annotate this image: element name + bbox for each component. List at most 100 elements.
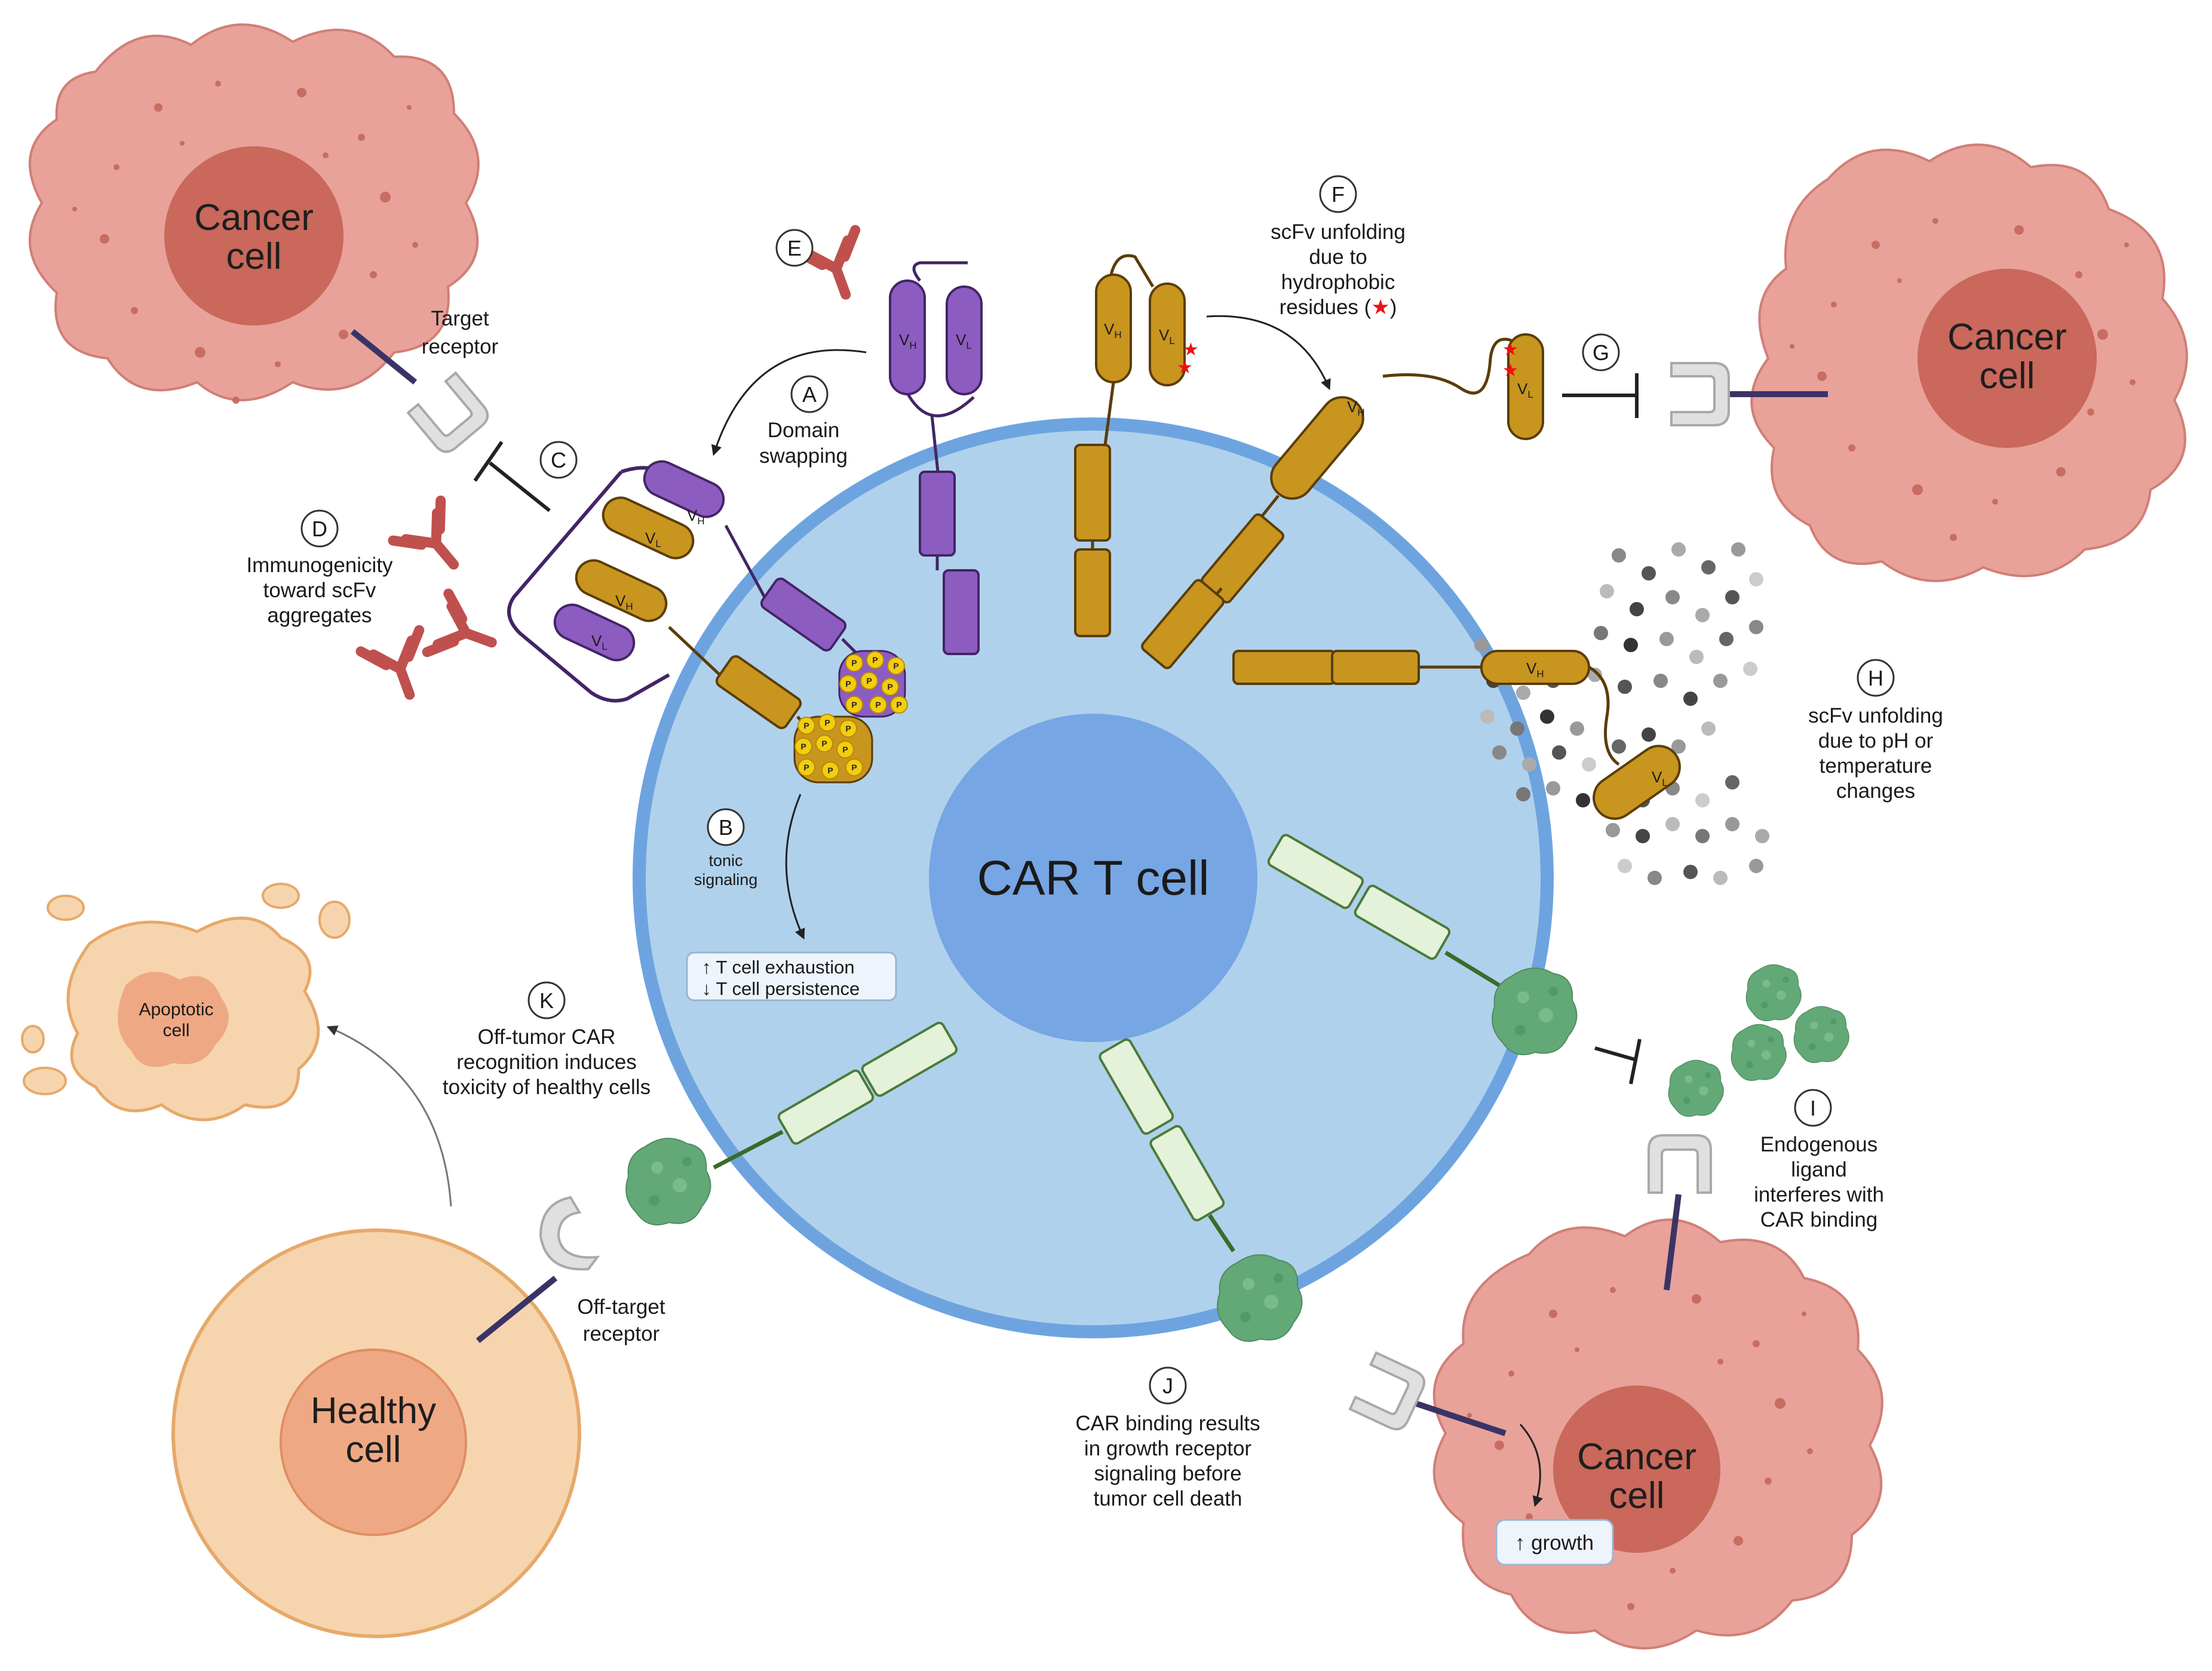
svg-text:swapping: swapping: [759, 444, 848, 468]
svg-text:interferes with: interferes with: [1754, 1183, 1884, 1206]
svg-text:Domain: Domain: [768, 419, 840, 442]
svg-text:E: E: [787, 236, 802, 260]
marker-i: I: [1794, 1089, 1832, 1127]
svg-text:CAR binding results: CAR binding results: [1075, 1412, 1260, 1435]
marker-b: B: [707, 808, 745, 846]
svg-text:toward scFv: toward scFv: [263, 579, 376, 602]
svg-text:residues (★): residues (★): [1280, 296, 1397, 320]
car-purple-receptor: VH VL: [889, 261, 983, 655]
target-receptor-top-right: [1670, 362, 1828, 426]
tonic-signaling-arrow: [785, 794, 805, 940]
svg-text:due to: due to: [1309, 245, 1367, 269]
cancer-label-top-right-2: cell: [1979, 355, 2035, 397]
exhaustion-box-line-1: ↑ T cell exhaustion: [702, 957, 855, 978]
svg-text:tumor cell death: tumor cell death: [1093, 1487, 1242, 1510]
svg-text:★: ★: [1502, 360, 1518, 381]
marker-j: J: [1149, 1366, 1187, 1405]
car-gold-unfolded-h: VH VL: [1232, 650, 1681, 820]
svg-text:signaling before: signaling before: [1094, 1462, 1241, 1485]
off-target-label-2: receptor: [583, 1322, 660, 1346]
growth-box-label: ↑ growth: [1515, 1531, 1594, 1555]
cancer-label-bottom-right-1: Cancer: [1577, 1436, 1696, 1478]
svg-text:F: F: [1332, 182, 1345, 207]
marker-h: H: [1857, 659, 1895, 697]
healthy-cell: Healthy cell: [171, 1228, 581, 1638]
cancer-label-bottom-right-2: cell: [1609, 1475, 1664, 1516]
marker-a: A: [790, 375, 829, 413]
svg-text:I: I: [1810, 1096, 1816, 1120]
cancer-cell-top-left: Cancer cell: [29, 23, 480, 404]
svg-text:ligand: ligand: [1791, 1158, 1846, 1181]
svg-text:★: ★: [1183, 339, 1199, 360]
label-endogenous-ligand: Endogenous ligand interferes with CAR bi…: [1754, 1133, 1884, 1231]
target-receptor-label-1: Target: [431, 307, 489, 330]
svg-text:B: B: [719, 815, 733, 840]
marker-e: E: [775, 229, 814, 267]
car-t-nucleus: [929, 714, 1257, 1042]
apoptotic-cell: Apoptotic cell: [21, 883, 351, 1122]
marker-c: C: [539, 441, 578, 479]
svg-text:Immunogenicity: Immunogenicity: [246, 554, 393, 577]
exhaustion-box: [686, 951, 897, 1002]
cancer-nucleus-top-left: [164, 146, 343, 325]
label-growth-receptor: CAR binding results in growth receptor s…: [1075, 1412, 1260, 1510]
svg-text:hydrophobic: hydrophobic: [1281, 271, 1395, 294]
car-t-label: CAR T cell: [977, 851, 1210, 905]
svg-text:K: K: [539, 988, 554, 1013]
label-scfv-ph: scFv unfolding due to pH or temperature …: [1808, 704, 1943, 803]
label-domain-swapping: Domain swapping: [759, 419, 848, 468]
inhibition-g: [1562, 373, 1639, 418]
svg-text:signaling: signaling: [694, 871, 758, 889]
svg-text:Endogenous: Endogenous: [1760, 1133, 1878, 1156]
label-immunogenicity: Immunogenicity toward scFv aggregates: [246, 554, 393, 627]
cancer-cell-top-right: Cancer cell: [1750, 143, 2188, 582]
svg-text:H: H: [1868, 666, 1883, 690]
phospho-cluster-purple: [838, 650, 908, 718]
antibody-group-d: [361, 500, 502, 705]
target-receptor-top-left: Target receptor: [350, 307, 499, 458]
cancer-nucleus-bottom-right: [1553, 1386, 1720, 1553]
cancer-cell-bottom-right: Cancer cell ↑ growth: [1432, 1218, 1883, 1650]
svg-text:scFv unfolding: scFv unfolding: [1271, 220, 1406, 244]
car-green-receptor-j: [1099, 1038, 1303, 1342]
cancer-label-top-right-1: Cancer: [1947, 317, 2067, 358]
svg-text:toxicity of healthy cells: toxicity of healthy cells: [443, 1076, 651, 1099]
svg-text:A: A: [802, 382, 817, 407]
inhibition-i: [1594, 1039, 1642, 1085]
svg-text:C: C: [551, 448, 566, 472]
target-receptor-label-2: receptor: [422, 335, 499, 358]
healthy-nucleus: [280, 1349, 467, 1536]
domain-swap-aggregate: VH VL VH VL: [507, 460, 908, 784]
label-scfv-hydrophobic: scFv unfolding due to hydrophobic residu…: [1271, 220, 1406, 320]
svg-text:due to pH or: due to pH or: [1818, 729, 1934, 752]
cancer-label-top-left-2: cell: [226, 236, 281, 277]
cancer-nucleus-top-right: [1918, 269, 2097, 448]
marker-k: K: [527, 981, 566, 1019]
marker-d: D: [300, 509, 339, 548]
unfolding-arrow-f: [1206, 315, 1331, 391]
off-target-receptor: Off-target receptor: [475, 1196, 665, 1346]
svg-text:★: ★: [1502, 339, 1518, 360]
svg-text:CAR binding: CAR binding: [1760, 1208, 1878, 1231]
marker-g: G: [1582, 333, 1620, 371]
car-gold-receptor-f: VH VL ★ ★: [1074, 254, 1199, 637]
healthy-label-1: Healthy: [311, 1390, 436, 1432]
off-target-label-1: Off-target: [577, 1295, 665, 1319]
car-green-receptor-k: [625, 1021, 958, 1225]
growth-receptor: [1348, 1351, 1507, 1436]
car-gold-unfolded-g: VH VL ★ ★: [1141, 333, 1544, 669]
svg-text:VH: VH: [1347, 398, 1365, 418]
phospho-cluster-gold: [793, 714, 873, 784]
svg-text:★: ★: [1177, 357, 1193, 378]
endogenous-ligand-receptor: [1648, 1134, 1712, 1291]
exhaustion-box-line-2: ↓ T cell persistence: [702, 978, 860, 999]
svg-text:recognition induces: recognition induces: [456, 1050, 637, 1074]
growth-arrow: [1519, 1423, 1543, 1507]
healthy-label-2: cell: [345, 1429, 401, 1470]
svg-text:D: D: [312, 517, 327, 541]
svg-text:changes: changes: [1836, 779, 1915, 803]
svg-text:in growth receptor: in growth receptor: [1084, 1437, 1251, 1460]
apoptosis-arrow: [326, 1025, 452, 1207]
svg-text:VH: VH: [1104, 320, 1122, 340]
